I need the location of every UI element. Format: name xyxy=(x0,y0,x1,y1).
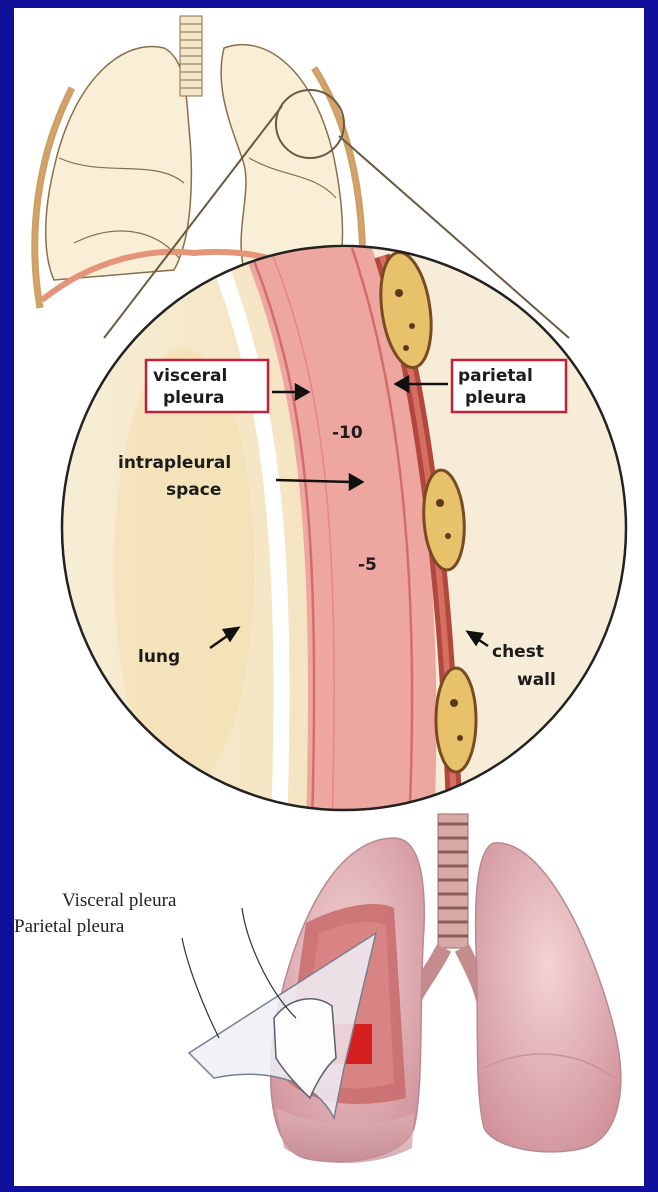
visceral-label-line1: visceral xyxy=(153,366,227,386)
visceral-label-line2: pleura xyxy=(163,388,224,408)
lung-label: lung xyxy=(138,647,180,667)
pressure-upper: -10 xyxy=(332,423,363,443)
figure-frame: visceral pleura parietal pleura intraple… xyxy=(14,8,644,1186)
lungs-illustration xyxy=(182,814,621,1163)
pleura-illustration: visceral pleura parietal pleura intraple… xyxy=(14,8,644,1186)
right-lung xyxy=(476,843,621,1152)
parietal-label-line2: pleura xyxy=(465,388,526,408)
parietal-label-line1: parietal xyxy=(458,366,533,386)
parietal-leader xyxy=(182,938,219,1038)
chest-wall-label-line2: wall xyxy=(517,670,556,690)
magnified-view xyxy=(14,238,644,838)
intrapleural-label-line2: space xyxy=(166,480,221,500)
pressure-lower: -5 xyxy=(358,555,377,575)
trachea-top xyxy=(180,16,202,96)
parietal-pleura-label: Parietal pleura xyxy=(14,916,125,937)
intrapleural-label-line1: intrapleural xyxy=(118,453,231,473)
visceral-pleura-label: Visceral pleura xyxy=(62,890,177,911)
chest-wall-label-line1: chest xyxy=(492,642,544,662)
